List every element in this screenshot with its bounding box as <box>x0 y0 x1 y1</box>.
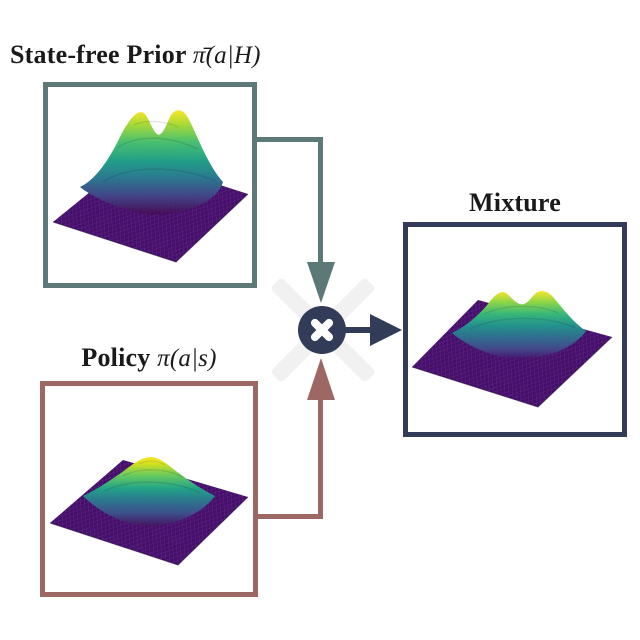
prior-surface-plot <box>52 110 249 263</box>
policy-arrow-vertical <box>318 398 323 519</box>
mixture-title: Mixture <box>403 188 627 218</box>
mixture-arrow-shaft <box>344 327 374 333</box>
surface-peak <box>80 110 223 215</box>
prior-title-math: π̄(a|H) <box>192 42 261 69</box>
mixture-title-label: Mixture <box>469 188 561 217</box>
policy-title-label: Policy <box>81 343 158 372</box>
policy-box <box>40 381 258 597</box>
prior-title-label: State-free Prior <box>10 40 193 69</box>
prior-arrow-vertical <box>318 137 323 265</box>
prior-title: State-free Prior π̄(a|H) <box>10 40 261 70</box>
prior-arrow-horizontal <box>255 137 323 142</box>
prior-arrowhead-icon <box>307 262 335 303</box>
policy-arrowhead-icon <box>307 358 335 400</box>
multiply-operator: ✖ <box>298 306 346 354</box>
mixture-surface-plot <box>411 290 613 408</box>
policy-arrow-horizontal <box>256 514 323 519</box>
policy-title: Policy π(a|s) <box>40 343 258 373</box>
policy-surface-plot <box>49 457 249 566</box>
prior-box <box>43 82 257 288</box>
mixture-arrowhead-icon <box>370 314 402 346</box>
surface-peak <box>83 457 215 527</box>
policy-title-math: π(a|s) <box>157 345 217 372</box>
mixture-box <box>403 222 627 437</box>
surface-peak <box>452 290 586 360</box>
